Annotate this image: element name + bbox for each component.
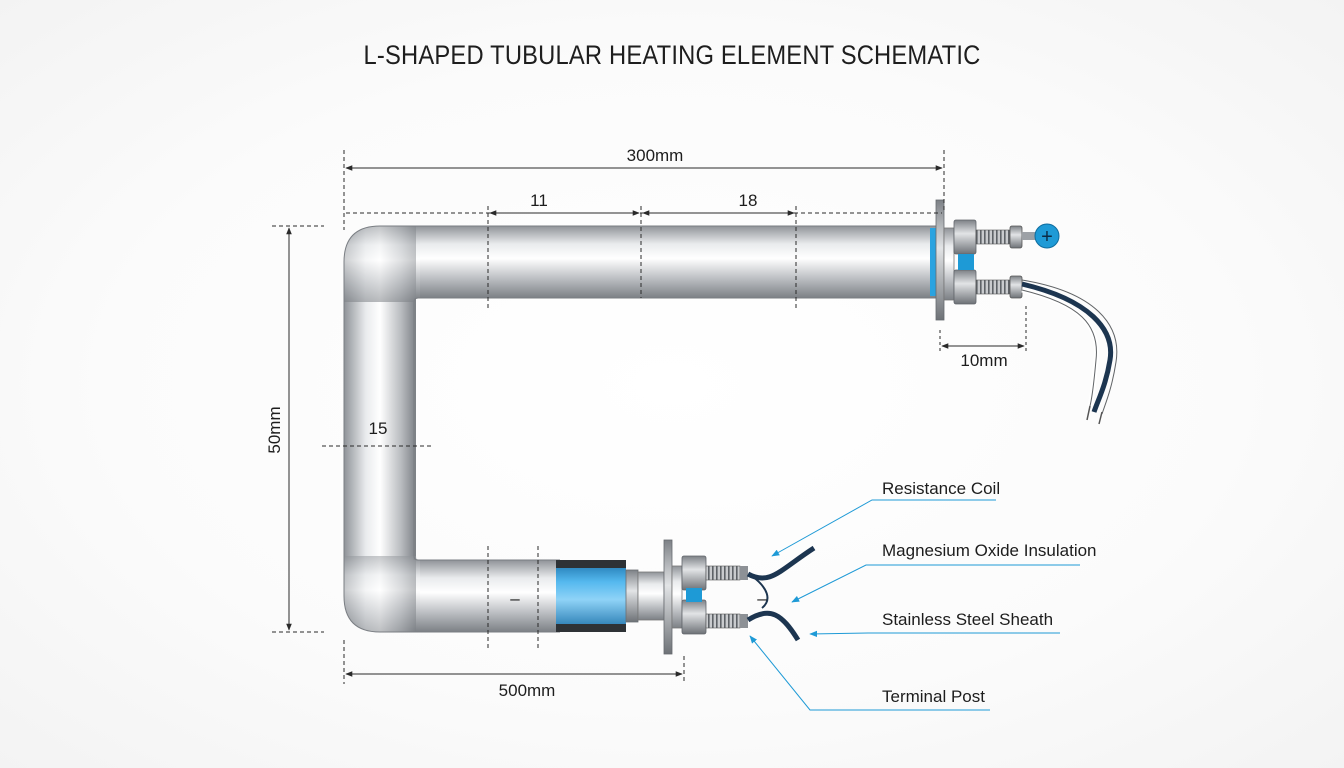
- tube-body: [343, 225, 940, 633]
- callout-terminal-post: Terminal Post: [882, 687, 985, 706]
- dim-segment-a: 11: [530, 191, 548, 210]
- callout-stainless-sheath: Stainless Steel Sheath: [882, 610, 1053, 629]
- callout-magnesium-oxide: Magnesium Oxide Insulation: [882, 541, 1097, 560]
- top-flange: [935, 199, 945, 321]
- dim-vertical-mark: 15: [369, 419, 388, 438]
- dim-bottom-length: 500mm: [499, 681, 556, 700]
- dim-segment-b: 18: [739, 191, 758, 210]
- top-wire-dark: [1021, 281, 1114, 413]
- diagram-title: L-SHAPED TUBULAR HEATING ELEMENT SCHEMAT…: [363, 40, 981, 70]
- insulation-band: [556, 560, 665, 632]
- dim-minus-mark-a: –: [510, 589, 520, 608]
- bottom-flange: [663, 539, 673, 655]
- top-terminal-assembly: +: [930, 199, 1118, 425]
- tube-vertical-leg: [344, 262, 416, 596]
- tube-top-leg: [380, 226, 940, 298]
- bottom-wire-upper: [746, 545, 816, 581]
- bottom-stud-1: [705, 565, 741, 581]
- top-stud-2: [975, 279, 1011, 295]
- top-stud-1: [975, 229, 1011, 245]
- top-nut-2: [953, 269, 977, 305]
- top-blue-ring: [930, 228, 936, 296]
- bottom-stud-2: [705, 613, 741, 629]
- dim-minus-mark-b: –: [757, 589, 767, 608]
- dim-top-length: 300mm: [627, 146, 684, 165]
- bottom-terminal-assembly: [663, 539, 816, 655]
- dimension-lines: [272, 150, 1027, 684]
- dim-height: 50mm: [265, 406, 284, 453]
- positive-terminal-symbol: +: [1041, 226, 1053, 248]
- bottom-nut-2: [681, 599, 707, 635]
- bottom-nut-1: [681, 555, 707, 591]
- callout-leaders: [749, 499, 1080, 711]
- top-nut-1: [953, 219, 977, 255]
- callout-resistance-coil: Resistance Coil: [882, 479, 1000, 498]
- dim-terminal-gap: 10mm: [960, 351, 1007, 370]
- positive-terminal-icon: [1034, 223, 1060, 249]
- bottom-wire-lower: [746, 610, 801, 642]
